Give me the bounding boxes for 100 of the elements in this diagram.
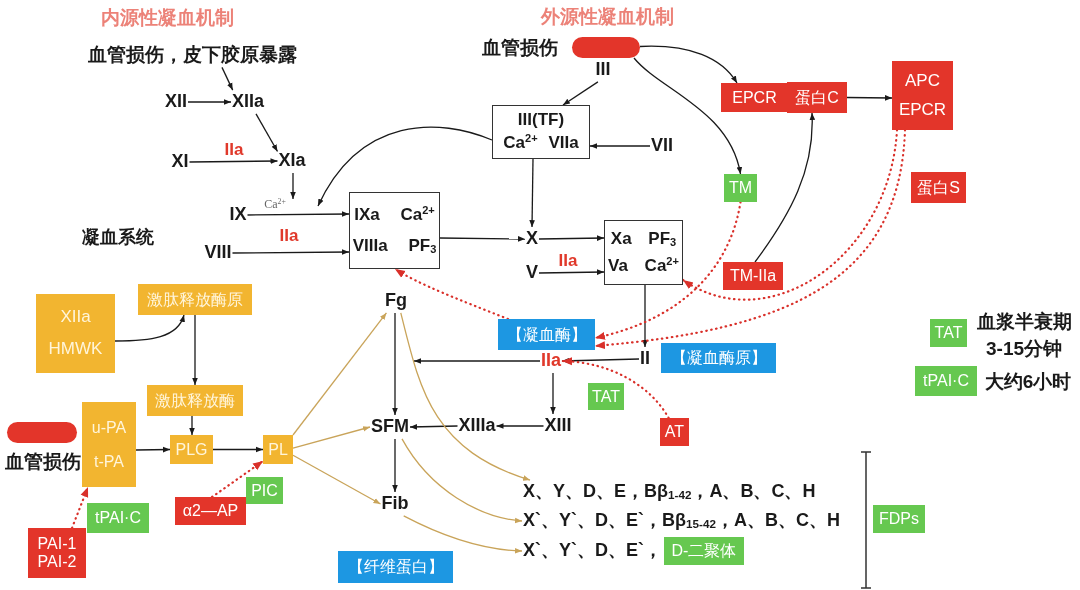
product-list: X`、Y`、D、E`， — [522, 539, 663, 563]
heading-text: 外源性凝血机制 — [540, 6, 674, 28]
arrow — [589, 143, 651, 149]
factor-box: 蛋白C — [787, 82, 847, 113]
factor-label: II — [639, 347, 651, 371]
factor-label: X — [525, 227, 539, 251]
factor-label: SFM — [370, 415, 410, 439]
note-text: 大约6小时 — [984, 371, 1072, 393]
arrow — [212, 446, 264, 453]
factor-box: tPAI·C — [915, 366, 977, 396]
factor-box: tPAI·C — [87, 503, 149, 533]
caption-text: 血管损伤 — [482, 37, 558, 59]
factor-label: III — [594, 58, 612, 82]
factor-box: PLG — [170, 435, 213, 464]
factor-box — [82, 402, 136, 487]
factor-box: PIC — [246, 477, 283, 504]
arrow — [187, 99, 232, 105]
complex-box — [492, 105, 590, 159]
factor-text: APC — [905, 71, 940, 91]
curved-arrow — [633, 57, 742, 175]
factor-box: 激肽释放酶原 — [138, 284, 252, 315]
factor-box: 激肽释放酶 — [147, 385, 243, 416]
arrow — [290, 172, 296, 200]
term-box: 【凝血酶】 — [498, 319, 595, 350]
arrow — [550, 372, 556, 415]
factor-box: PL — [263, 435, 293, 464]
factor-box — [892, 61, 953, 130]
curved-arrow — [317, 126, 493, 207]
note-text: 血浆半衰期3-15分钟 — [975, 310, 1073, 361]
product-list: X、Y、D、E，Bβ$_{1-42}$，A、B、C、H — [522, 480, 817, 504]
factor-box: TM-IIa — [723, 262, 783, 290]
curved-arrow — [403, 515, 523, 554]
pill-shape — [572, 37, 640, 58]
arrow — [409, 424, 459, 430]
trigger-text: 血管损伤，皮下胶原暴露 — [86, 42, 298, 68]
factor-label: VIII — [203, 241, 233, 265]
curved-arrow — [639, 45, 738, 84]
factor-box — [36, 294, 115, 373]
arrow — [642, 284, 648, 348]
arrow — [246, 211, 350, 217]
arrow — [562, 81, 599, 106]
arrow — [538, 235, 605, 241]
arrow — [538, 269, 605, 275]
arrow — [495, 423, 545, 429]
arrow — [292, 454, 382, 505]
factor-text: PAI-1 — [37, 535, 77, 553]
arrow — [846, 95, 893, 101]
arrow — [529, 158, 535, 228]
complex-box — [349, 192, 440, 269]
curved-arrow — [114, 314, 185, 342]
factor-label: Fib — [380, 492, 410, 516]
factor-text: EPCR — [898, 100, 947, 120]
arrow — [392, 438, 398, 493]
dotted-arrow — [393, 267, 510, 321]
arrow — [392, 312, 398, 416]
curved-arrow — [754, 112, 815, 263]
arrow — [231, 249, 350, 255]
factor-label: XII — [164, 90, 188, 114]
arrow — [221, 66, 234, 91]
factor-box: 蛋白S — [911, 172, 966, 203]
factor-label: XIIa — [231, 90, 265, 114]
factor-text: HMWK — [48, 340, 103, 360]
arrow — [255, 113, 279, 153]
factor-box: TAT — [930, 319, 967, 347]
arrow — [292, 426, 371, 449]
factor-text: Va Ca$^{2+}$ — [608, 256, 679, 276]
factor-text: IXa Ca$^{2+}$ — [354, 205, 435, 225]
caption-text: 血管损伤 — [5, 451, 81, 473]
factor-text: Ca$^{2+}$ VIIa — [503, 134, 579, 154]
complex-box — [604, 220, 683, 285]
factor-text: XIIa — [60, 307, 91, 327]
factor-label: XIII — [543, 414, 573, 438]
term-box: 【纤维蛋白】 — [338, 551, 453, 583]
factor-box: D-二聚体 — [664, 537, 744, 565]
arrow — [439, 236, 526, 242]
factor-label: IX — [228, 203, 248, 227]
arrow — [189, 415, 195, 436]
factor-box: AT — [660, 418, 689, 446]
factor-box: α2—AP — [175, 497, 246, 525]
factor-text: Xa PF$_{3}$ — [610, 229, 677, 249]
arrow — [135, 446, 171, 453]
factor-text: t-PA — [94, 452, 124, 471]
product-list: X`、Y`、D、E`，Bβ$_{15-42}$，A、B、C、H — [522, 509, 841, 533]
factor-label: VII — [650, 134, 674, 158]
factor-label: Fg — [384, 289, 408, 313]
factor-label: V — [525, 261, 539, 285]
factor-text: u-PA — [91, 418, 127, 437]
curved-arrow — [401, 438, 523, 523]
dotted-arrow — [70, 485, 90, 530]
term-box: 【凝血酶原】 — [661, 343, 776, 373]
factor-box: FDPs — [873, 505, 925, 533]
arrow — [188, 158, 279, 164]
dotted-arrow — [560, 357, 670, 420]
factor-text: PAI-2 — [37, 553, 77, 571]
dotted-arrow — [681, 128, 899, 301]
factor-label: XIa — [277, 149, 307, 173]
factor-box — [28, 528, 86, 578]
section-label: 凝血系统 — [82, 228, 154, 248]
factor-box: TM — [724, 174, 757, 202]
factor-label: XI — [170, 150, 190, 174]
